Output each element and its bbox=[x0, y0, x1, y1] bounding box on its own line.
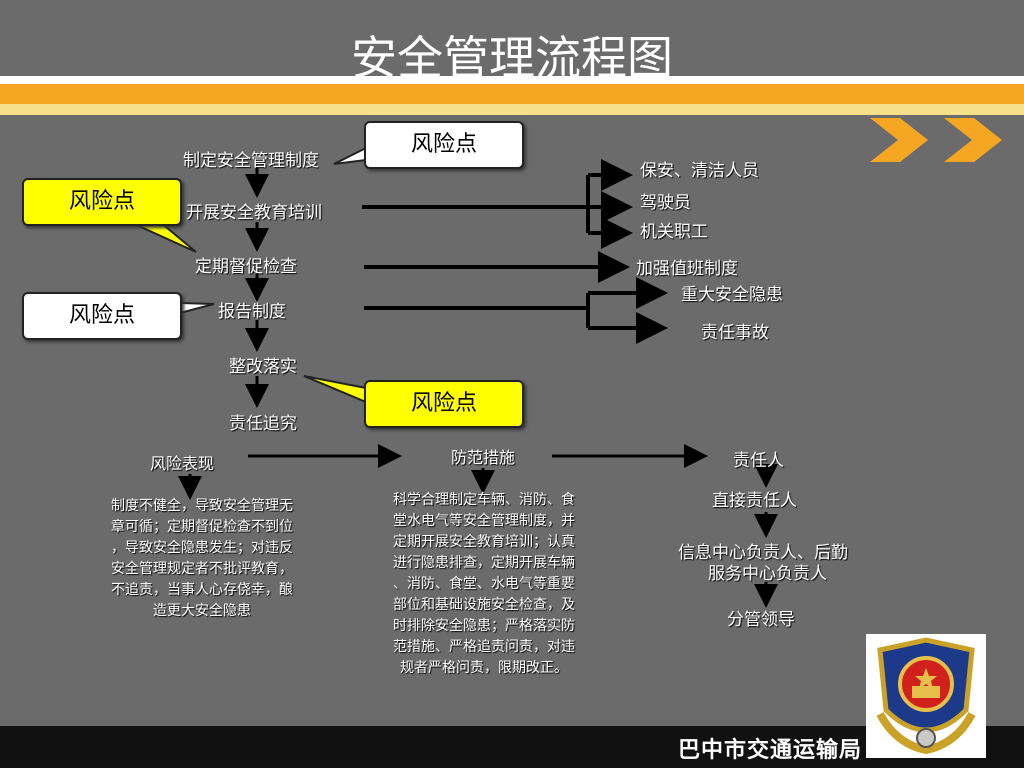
risk-callout-report: 风险点 bbox=[22, 292, 182, 340]
footer-bar bbox=[0, 726, 1024, 768]
responsible-direct: 直接责任人 bbox=[712, 491, 797, 511]
target-drivers: 驾驶员 bbox=[640, 193, 691, 213]
header-band-orange bbox=[0, 84, 1024, 104]
chevron-decoration-icon bbox=[870, 118, 1002, 162]
measures-description: 科学合理制定车辆、消防、食 堂水电气等安全管理制度，并 定期开展安全教育培训；认… bbox=[393, 492, 575, 676]
risk-callout-training: 风险点 bbox=[22, 178, 182, 226]
report-branch-connector bbox=[364, 277, 668, 344]
step-inspection: 定期督促检查 bbox=[195, 257, 297, 277]
step-rectify: 整改落实 bbox=[229, 357, 297, 377]
inspection-result: 加强值班制度 bbox=[636, 259, 738, 279]
risk-callout-rules: 风险点 bbox=[364, 121, 524, 169]
responsible-center-heads-2: 服务中心负责人 bbox=[708, 564, 827, 584]
step-report: 报告制度 bbox=[218, 302, 286, 322]
police-emblem-icon bbox=[866, 634, 986, 758]
target-staff: 机关职工 bbox=[640, 222, 708, 242]
report-accident: 责任事故 bbox=[701, 323, 769, 343]
step-accountability: 责任追究 bbox=[229, 414, 297, 434]
report-major-hazard: 重大安全隐患 bbox=[681, 285, 783, 305]
measures-header: 防范措施 bbox=[451, 448, 516, 467]
step-make-rules: 制定安全管理制度 bbox=[183, 151, 319, 171]
responsible-header: 责任人 bbox=[733, 451, 784, 471]
header-band-white bbox=[0, 76, 1024, 84]
responsible-center-heads-1: 信息中心负责人、后勤 bbox=[678, 543, 848, 563]
header-band-yellow bbox=[0, 104, 1024, 115]
risk-callout-rectify: 风险点 bbox=[364, 380, 524, 428]
training-branch-connector bbox=[362, 159, 633, 249]
footer-organization: 巴中市交通运输局 bbox=[677, 738, 862, 763]
callout-tails bbox=[129, 146, 367, 404]
risk-description: 制度不健全，导致安全管理无 章可循；定期督促检查不到位 ，导致安全隐患发生；对违… bbox=[111, 498, 293, 619]
risk-header: 风险表现 bbox=[150, 454, 215, 473]
target-security-cleaning: 保安、清洁人员 bbox=[640, 161, 759, 181]
step-training: 开展安全教育培训 bbox=[186, 203, 322, 223]
responsible-leader: 分管领导 bbox=[727, 610, 795, 630]
bottom-vertical-arrows bbox=[178, 464, 778, 608]
